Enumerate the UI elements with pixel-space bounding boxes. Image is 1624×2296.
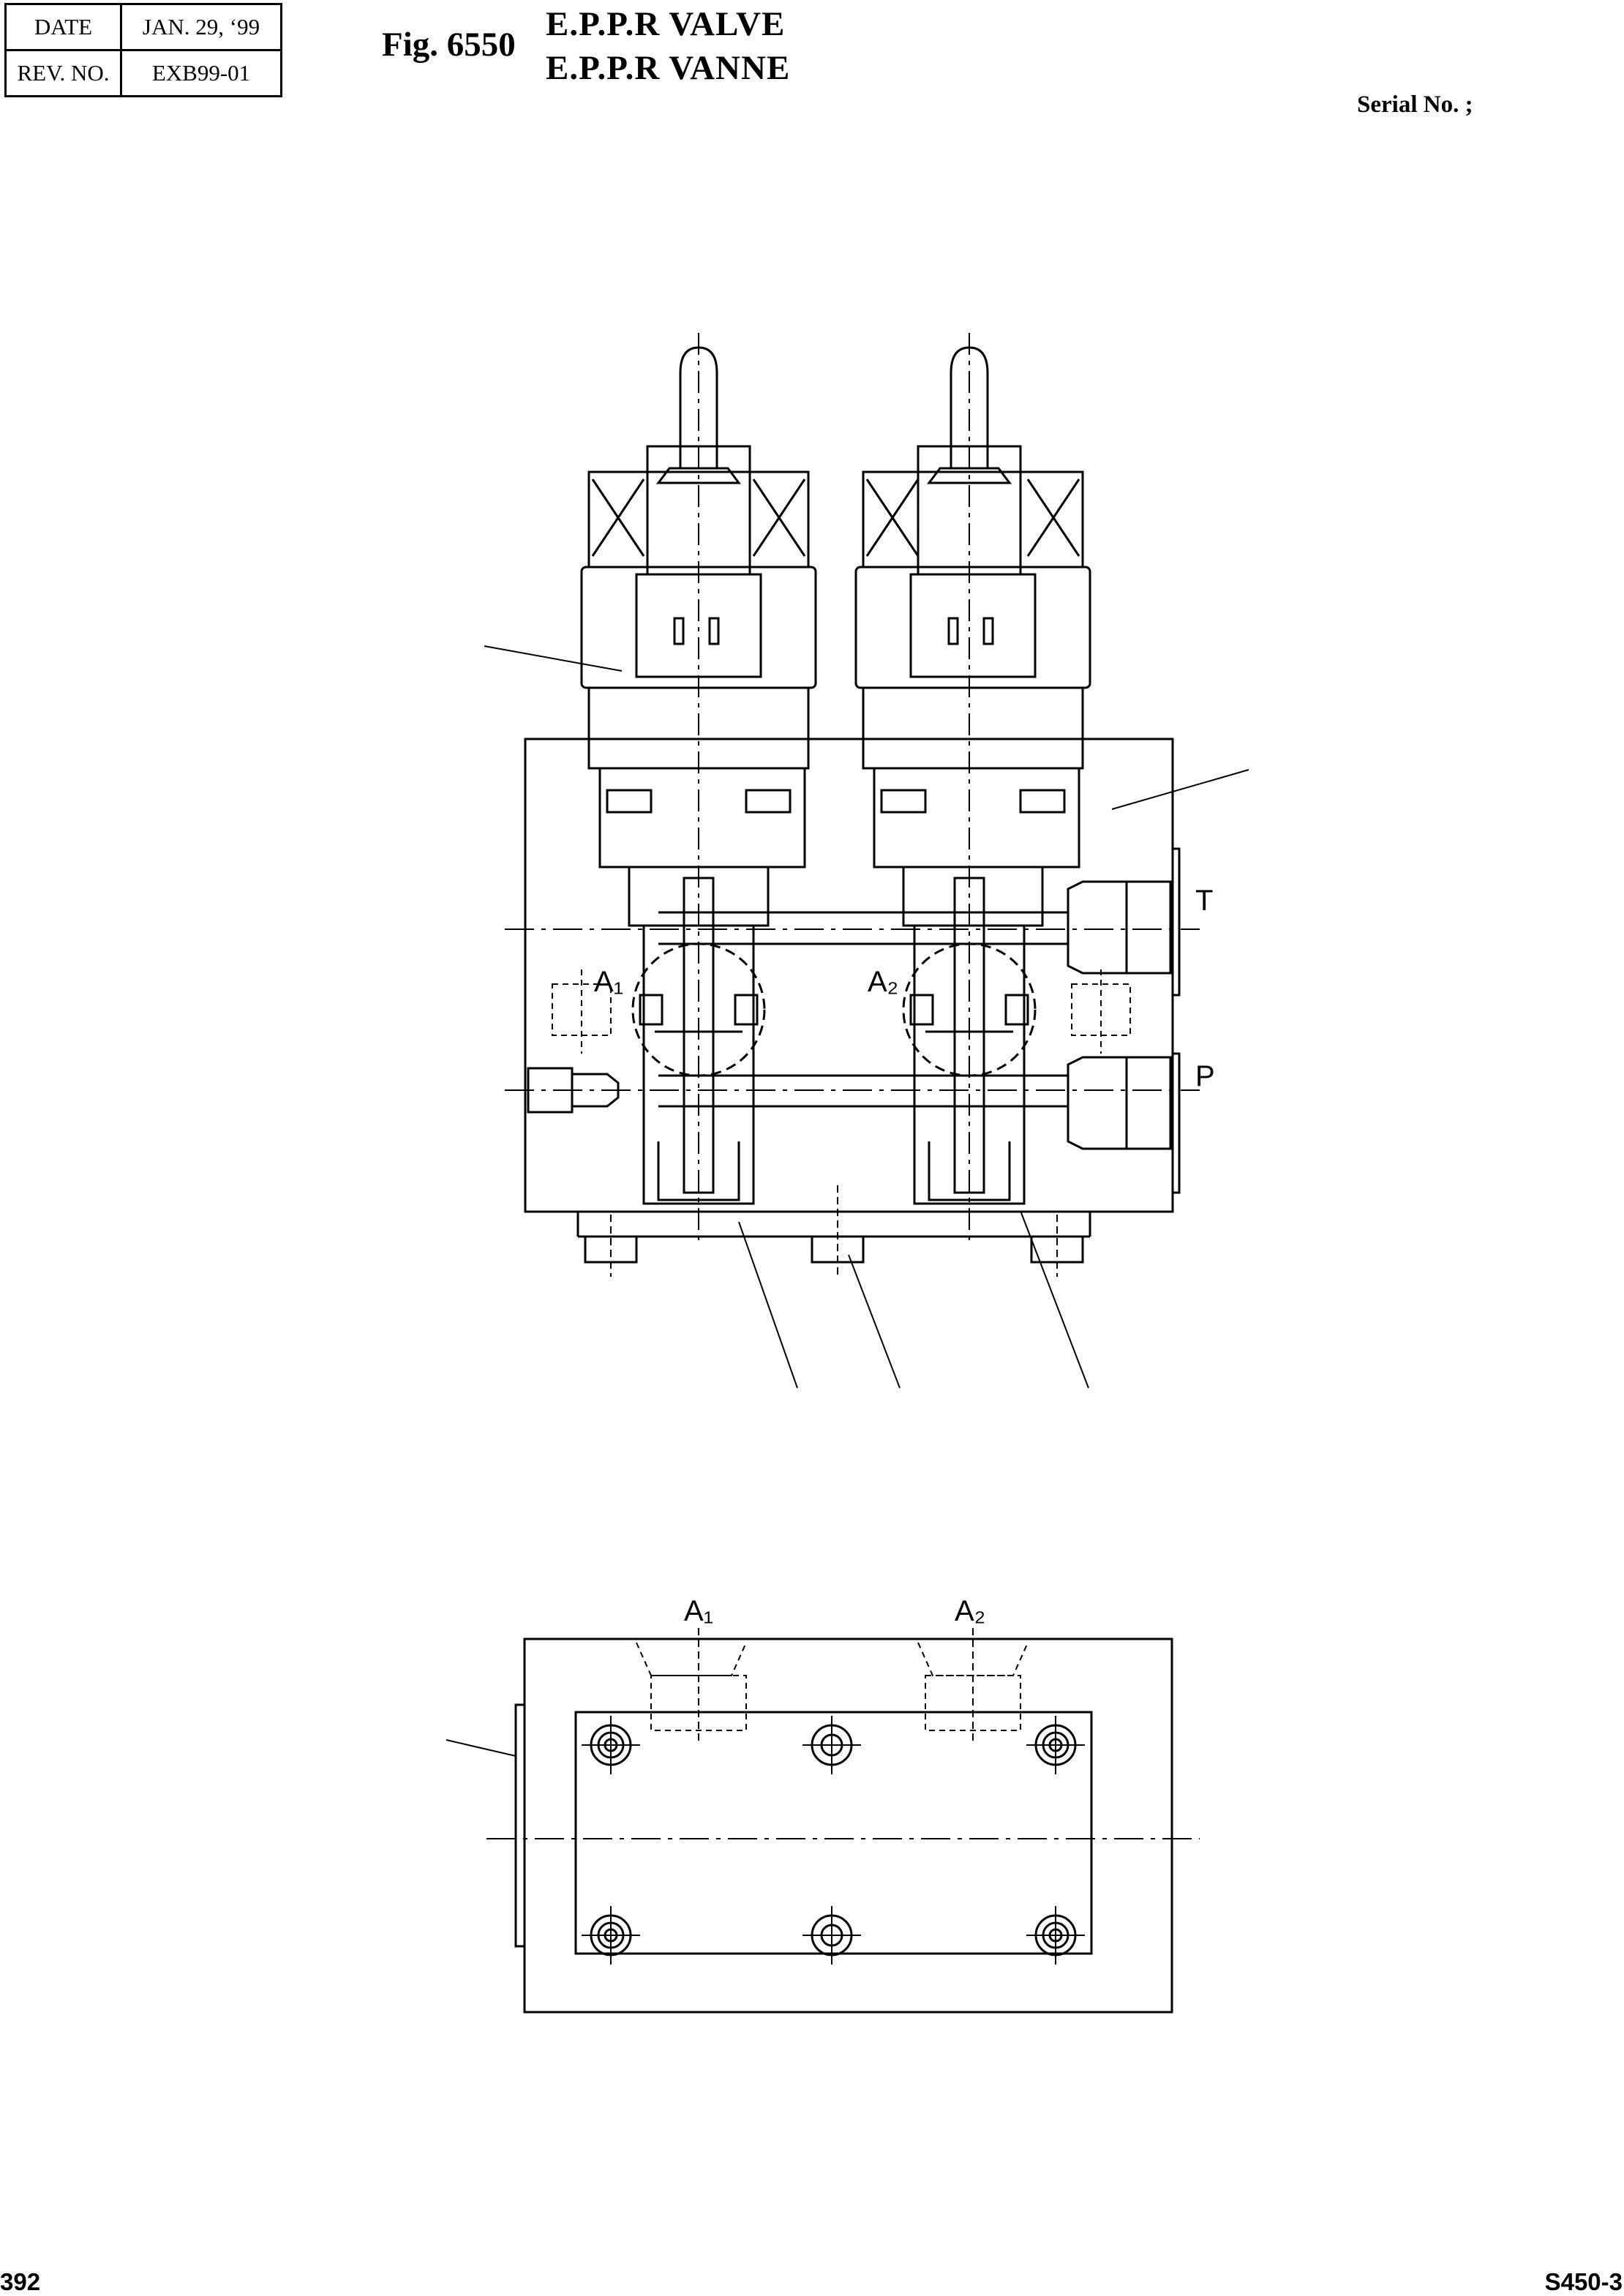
rev-value: EXB99-01 xyxy=(120,49,282,97)
manifold-block xyxy=(524,738,1174,1213)
bolt-top-right xyxy=(1026,1716,1085,1774)
page-number: 392 xyxy=(0,2268,41,2295)
port-label-a2-front: A₂ xyxy=(868,966,898,998)
port-label-a2-plan: A₂ xyxy=(955,1595,985,1627)
bolt-bottom-left xyxy=(582,1906,640,1965)
solenoid-right xyxy=(854,333,1091,1244)
title-english: E.P.P.R VALVE xyxy=(546,5,786,43)
port-label-a1-front: A₁ xyxy=(594,966,623,998)
date-label: DATE xyxy=(4,3,122,51)
port-label-t: T xyxy=(1195,885,1213,917)
bolt-bottom-middle xyxy=(802,1906,861,1965)
leader-line-bottom-left xyxy=(738,1221,798,1389)
port-label-p: P xyxy=(1195,1060,1215,1092)
bolt-top-middle xyxy=(802,1716,861,1774)
solenoid-left xyxy=(580,333,817,1244)
port-label-a1-plan: A₁ xyxy=(684,1595,713,1627)
figure-number: Fig. 6550 xyxy=(382,26,516,64)
leader-line-plan xyxy=(446,1739,516,1757)
date-value: JAN. 29, ‘99 xyxy=(120,3,282,51)
leader-line-bottom-middle xyxy=(848,1254,901,1389)
rev-label: REV. NO. xyxy=(4,49,122,97)
bottom-view xyxy=(446,1628,1200,2014)
leader-line-bottom-right xyxy=(1020,1210,1089,1389)
bolt-bottom-right xyxy=(1026,1906,1085,1965)
title-french: E.P.P.R VANNE xyxy=(546,49,791,87)
leader-line-solenoid xyxy=(484,645,623,672)
bolt-top-left xyxy=(582,1716,640,1774)
leader-line-block xyxy=(1111,769,1249,810)
model-code: S450-3 xyxy=(1544,2268,1623,2295)
front-view xyxy=(484,333,1249,1389)
manifold-plan xyxy=(523,1637,1173,2014)
serial-number-label: Serial No. ; xyxy=(1357,91,1473,118)
revision-table: DATE JAN. 29, ‘99 REV. NO. EXB99-01 xyxy=(4,3,282,97)
